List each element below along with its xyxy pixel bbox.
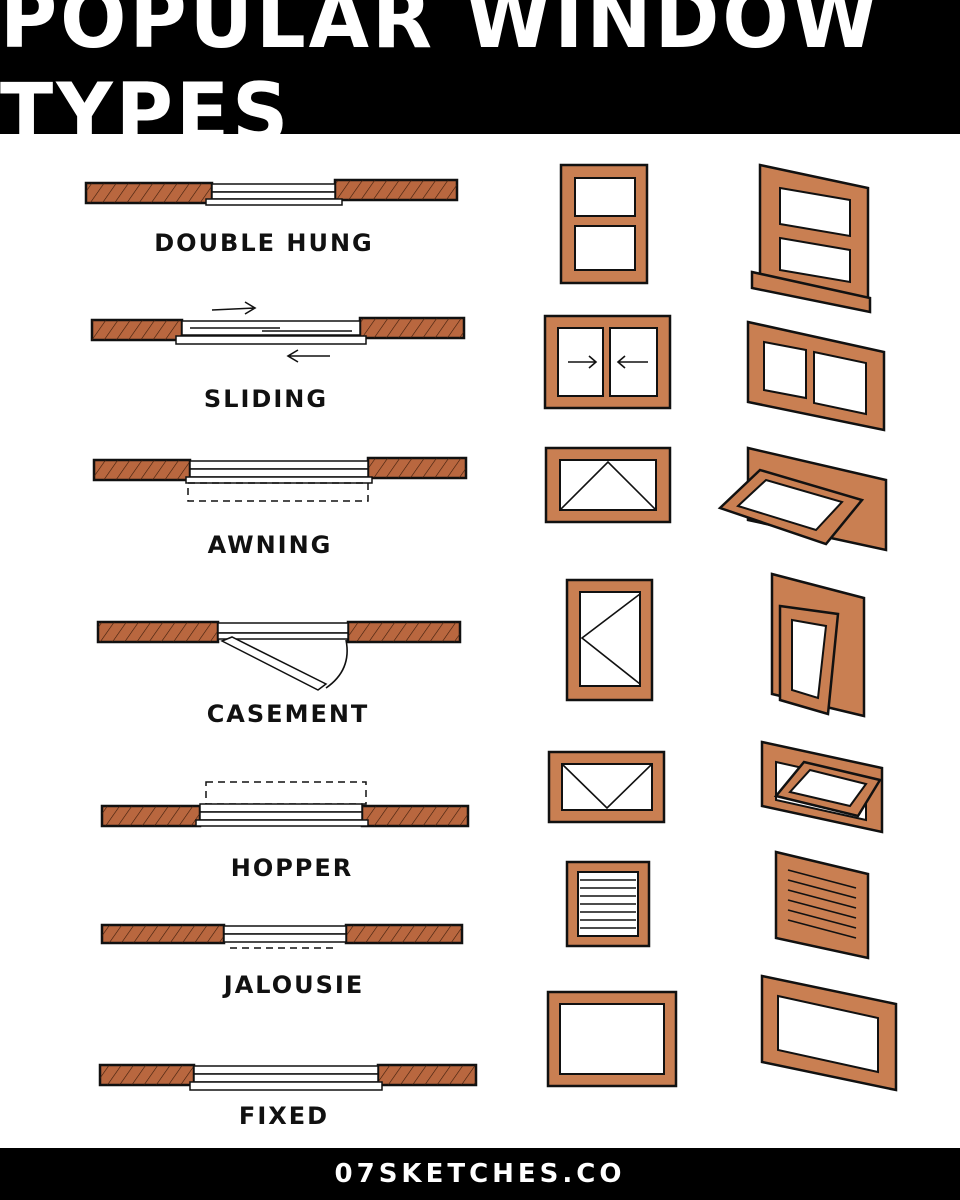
- sliding-3d: [746, 320, 886, 432]
- hopper-3d: [760, 740, 884, 834]
- double-hung-3d: [750, 163, 872, 314]
- header-band: POPULAR WINDOW TYPES: [0, 0, 960, 162]
- hopper-elevation: [547, 750, 666, 824]
- footer-band: 07SKETCHES.CO: [0, 1148, 960, 1200]
- label-double-hung: DOUBLE HUNG: [154, 229, 374, 257]
- label-hopper: HOPPER: [230, 854, 354, 882]
- double-hung-plan: [84, 178, 459, 206]
- fixed-elevation: [546, 990, 678, 1088]
- awning-elevation: [544, 446, 672, 524]
- hopper-plan: [100, 781, 470, 828]
- jalousie-elevation: [565, 860, 651, 948]
- double-hung-elevation: [559, 163, 649, 285]
- casement-elevation: [565, 578, 654, 702]
- casement-plan: [96, 620, 462, 691]
- fixed-3d: [760, 974, 898, 1092]
- label-casement: CASEMENT: [206, 700, 370, 728]
- label-jalousie: JALOUSIE: [223, 971, 365, 999]
- page-title: POPULAR WINDOW TYPES: [0, 0, 881, 162]
- awning-3d: [717, 446, 888, 552]
- awning-plan: [92, 456, 468, 502]
- fixed-plan: [98, 1063, 478, 1091]
- sliding-elevation: [543, 314, 672, 410]
- casement-3d: [770, 572, 866, 718]
- footer-site-link[interactable]: 07SKETCHES.CO: [334, 1159, 626, 1189]
- sliding-plan: [90, 301, 466, 363]
- jalousie-plan: [100, 923, 464, 949]
- jalousie-3d: [774, 850, 870, 960]
- label-awning: AWNING: [207, 531, 333, 559]
- label-fixed: FIXED: [238, 1102, 330, 1130]
- label-sliding: SLIDING: [203, 385, 329, 413]
